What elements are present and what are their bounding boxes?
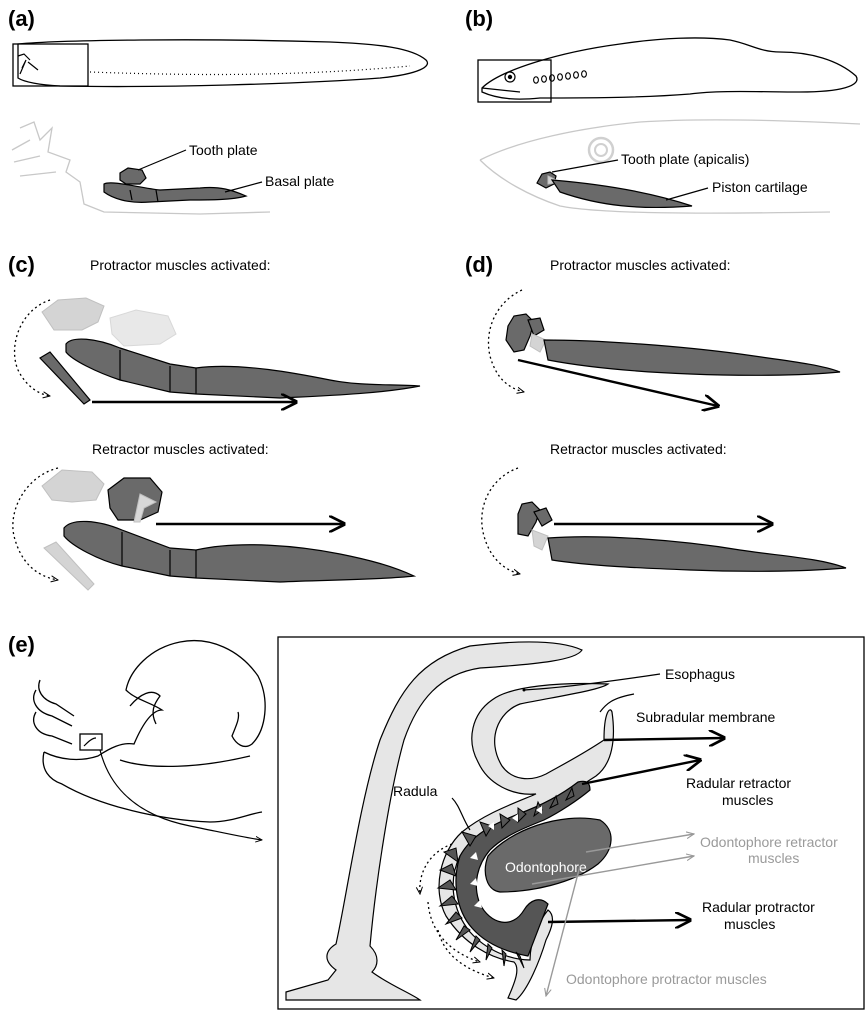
label-tooth-plate-apicalis: Tooth plate (apicalis)	[621, 151, 749, 167]
leader-basal-plate	[225, 182, 262, 192]
zoom-arrow-e	[100, 750, 262, 840]
panel-a: (a) Tooth plate Basal plate	[8, 6, 427, 214]
esophagus-dot	[523, 689, 526, 692]
ghost-eye-inner	[595, 144, 607, 156]
label-odontophore-retractor-2: muscles	[748, 850, 799, 866]
label-odontophore-retractor-1: Odontophore retractor	[700, 834, 838, 850]
tooth-plate-shape-a	[120, 168, 146, 184]
basal-plate-c2	[64, 521, 414, 582]
lateral-line	[90, 66, 410, 74]
label-radular-protractor-2: muscles	[724, 916, 775, 932]
snail-tentacle-1	[39, 680, 74, 716]
hagfish-body-outline	[18, 40, 427, 87]
panel-b: (b) Tooth plate (apicalis) Piston cartil…	[465, 6, 860, 213]
panel-e: (e) Odontop	[8, 632, 864, 1009]
lamprey-mouth-line	[482, 88, 520, 92]
snail-outline	[44, 641, 265, 760]
label-esophagus: Esophagus	[665, 666, 735, 682]
snail-foot	[43, 752, 262, 822]
panel-letter-c: (c)	[8, 252, 35, 277]
snail-shell-curl	[130, 692, 160, 724]
leader-tooth-plate-a	[138, 150, 186, 170]
piston-d1	[544, 340, 840, 375]
label-basal-plate: Basal plate	[265, 173, 334, 189]
panel-letter-a: (a)	[8, 6, 35, 31]
label-odontophore: Odontophore	[505, 859, 587, 875]
label-d-retractor: Retractor muscles activated:	[550, 441, 727, 457]
panel-letter-e: (e)	[8, 632, 35, 657]
ghost-tooth-plate-c1a	[42, 298, 104, 330]
panel-letter-d: (d)	[465, 252, 493, 277]
panel-d: (d) Protractor muscles activated: Retrac…	[465, 252, 846, 574]
label-radular-retractor-2: muscles	[722, 792, 773, 808]
snail-mouthpart	[84, 738, 96, 746]
basal-plate-c1	[66, 339, 420, 398]
label-radular-retractor-1: Radular retractor	[686, 775, 791, 791]
apicalis-joint-d1	[530, 334, 546, 352]
label-odontophore-protractor: Odontophore protractor muscles	[566, 971, 767, 987]
arrow-radular-retractor-1	[604, 738, 724, 740]
zoom-box-e	[80, 734, 102, 750]
ghost-tooth-plate-c2	[42, 470, 104, 502]
apicalis-tip-d2	[534, 508, 552, 526]
leader-subradular	[600, 694, 634, 712]
ghost-tooth-plate-c1b	[110, 310, 176, 346]
gill-openings	[534, 71, 587, 83]
zoom-box-b	[478, 60, 551, 102]
tooth-plate-c2	[108, 478, 162, 520]
label-radular-protractor-1: Radular protractor	[702, 899, 815, 915]
arrow-radular-protractor	[548, 920, 690, 922]
snail-body-line	[120, 756, 250, 766]
label-c-retractor: Retractor muscles activated:	[92, 441, 269, 457]
leader-radula	[452, 798, 470, 830]
panel-c: (c) Protractor muscles activated: Retrac…	[8, 252, 420, 590]
ghost-eye-outer	[589, 138, 613, 162]
panel-letter-b: (b)	[465, 6, 493, 31]
lamprey-pupil	[508, 75, 512, 79]
rotation-arrow-d2	[482, 468, 520, 574]
snail-tentacle-2	[34, 690, 72, 726]
label-c-protractor: Protractor muscles activated:	[90, 257, 271, 273]
apicalis-joint-d2	[532, 530, 548, 550]
leader-piston	[666, 188, 708, 200]
leader-tooth-plate-apicalis	[552, 160, 618, 172]
apicalis-d2	[518, 502, 540, 536]
label-subradular: Subradular membrane	[636, 709, 776, 725]
piston-d2	[548, 537, 846, 572]
label-tooth-plate: Tooth plate	[189, 142, 258, 158]
label-radula: Radula	[393, 783, 438, 799]
hagfish-barbels	[18, 54, 38, 74]
lamprey-body-outline	[482, 38, 857, 99]
label-piston: Piston cartilage	[712, 179, 808, 195]
basal-plate-shape	[104, 183, 246, 202]
label-d-protractor: Protractor muscles activated:	[550, 257, 731, 273]
piston-cartilage-shape	[552, 180, 692, 207]
